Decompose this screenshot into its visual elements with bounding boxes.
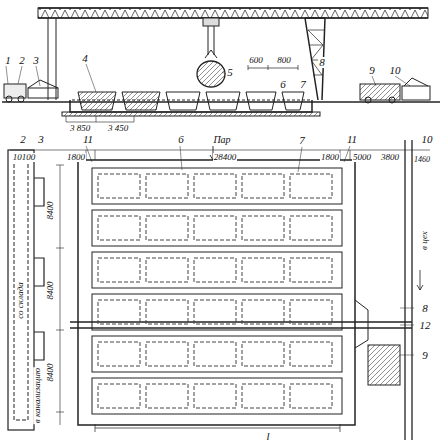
form-outline <box>290 300 332 324</box>
form-outline <box>242 174 284 198</box>
form-outline <box>290 216 332 240</box>
form-outline <box>194 300 236 324</box>
form-outline <box>98 216 140 240</box>
callout-number: 10 <box>421 134 434 145</box>
dimension-label: 3800 <box>380 153 400 162</box>
form-outline <box>242 216 284 240</box>
form-outline <box>242 258 284 282</box>
callout-number: 8 <box>318 57 326 68</box>
dimension-label: в канализацию <box>33 366 42 423</box>
curing-pit <box>2 65 440 116</box>
dimension-label: 8400 <box>46 200 55 220</box>
callout-number: 10 <box>389 65 402 76</box>
form-outline <box>194 216 236 240</box>
form-outline <box>290 258 332 282</box>
plan-view <box>8 140 430 440</box>
chamber <box>92 252 342 288</box>
chamber <box>92 210 342 246</box>
callout-number: 9 <box>368 65 376 76</box>
callout-number: 11 <box>82 134 94 145</box>
callout-number: 6 <box>279 79 287 90</box>
form-outline <box>290 384 332 408</box>
chamber <box>92 168 342 204</box>
form-outline <box>146 216 188 240</box>
gantry-crane <box>38 8 428 100</box>
callout-number: 1 <box>4 55 12 66</box>
callout-number: 2 <box>19 134 27 145</box>
form-outline <box>146 300 188 324</box>
callout-number: 6 <box>177 134 185 145</box>
dimension-label: 3 450 <box>107 124 129 133</box>
form-outline <box>290 174 332 198</box>
callout-number: 9 <box>421 350 429 361</box>
callout-number: 3 <box>32 55 40 66</box>
dimension-label: 10100 <box>12 153 37 162</box>
form-outline <box>98 174 140 198</box>
dimension-label: l <box>265 431 270 442</box>
form-outline <box>98 300 140 324</box>
dimension-label: 1800 <box>66 153 86 162</box>
dimension-label: со склада <box>16 281 25 320</box>
dimension-label: 600 <box>248 56 264 65</box>
chamber <box>92 378 342 414</box>
dimension-label: в цех <box>419 230 428 251</box>
form-outline <box>146 384 188 408</box>
form-outline <box>194 342 236 366</box>
chamber <box>92 294 342 330</box>
dimension-label: 1460 <box>413 156 431 164</box>
form-outline <box>98 342 140 366</box>
dimension-label: 3 850 <box>69 124 91 133</box>
form-outline <box>146 174 188 198</box>
callout-number: 3 <box>37 134 45 145</box>
callout-number: 5 <box>226 67 234 78</box>
form-outline <box>290 342 332 366</box>
callout-number: 8 <box>421 303 429 314</box>
dimension-label: 28400 <box>213 153 238 162</box>
chamber <box>92 336 342 372</box>
form-outline <box>194 384 236 408</box>
callout-number: 12 <box>419 320 432 331</box>
callout-number: 4 <box>81 53 89 64</box>
loading-machines <box>4 64 430 122</box>
callout-number: 7 <box>298 135 306 146</box>
dimension-label: 8400 <box>46 362 55 382</box>
form-outline <box>98 258 140 282</box>
callout-number: 11 <box>346 134 358 145</box>
dimension-label: 1800 <box>320 153 340 162</box>
chamber-rows <box>92 168 342 414</box>
form-outline <box>242 384 284 408</box>
form-outline <box>242 300 284 324</box>
callout-number: 7 <box>299 79 307 90</box>
form-outline <box>146 342 188 366</box>
callout-number: 2 <box>18 55 26 66</box>
dimension-label: 800 <box>276 56 292 65</box>
form-outline <box>146 258 188 282</box>
form-outline <box>194 174 236 198</box>
form-outline <box>242 342 284 366</box>
form-outline <box>194 258 236 282</box>
dimension-label: 8400 <box>46 280 55 300</box>
dimension-label: Пар <box>212 135 231 145</box>
dimension-label: 5000 <box>352 153 372 162</box>
form-outline <box>98 384 140 408</box>
